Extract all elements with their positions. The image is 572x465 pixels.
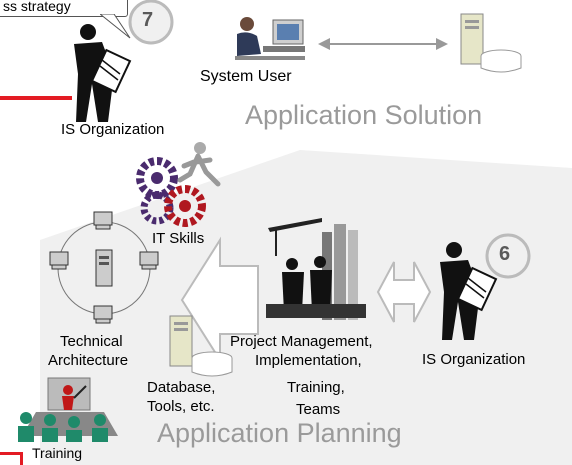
database-label-line2: Tools, etc. <box>147 398 215 415</box>
project-management-label-line1: Project Management, <box>230 333 373 350</box>
project-management-label-line2: Implementation, <box>255 352 362 369</box>
database-label-line1: Database, <box>147 379 216 396</box>
it-skills-label: IT Skills <box>152 230 205 247</box>
badge-6-number: 6 <box>499 243 511 265</box>
project-management-label-line3: Training, <box>287 379 345 396</box>
strategy-callout: ss strategy <box>0 0 128 17</box>
technical-architecture-label-line1: Technical <box>60 333 123 350</box>
gears-icon <box>136 157 206 227</box>
application-solution-heading: Application Solution <box>245 100 483 130</box>
is-organization-figure-icon-middle <box>440 242 498 340</box>
training-label: Training <box>32 445 83 461</box>
red-accent-line-top <box>0 96 72 100</box>
system-user-label: System User <box>200 68 292 85</box>
bidirectional-arrow-top <box>318 38 448 50</box>
project-team-construction-icon <box>266 218 366 320</box>
project-management-label-line4: Teams <box>296 401 341 418</box>
application-planning-heading: Application Planning <box>157 418 402 448</box>
technical-architecture-label-line2: Architecture <box>48 352 129 369</box>
running-figure-icon <box>177 142 221 187</box>
red-accent-line-bottom-vertical <box>20 452 23 465</box>
server-database-icon-middle <box>169 315 233 377</box>
badge-7-number: 7 <box>142 9 154 31</box>
is-organization-label-top: IS Organization <box>61 121 165 138</box>
training-classroom-icon <box>18 377 118 442</box>
is-organization-label-middle: IS Organization <box>422 351 526 368</box>
strategy-callout-text: ss strategy <box>3 0 71 14</box>
server-database-icon-top <box>460 13 522 73</box>
network-architecture-icon <box>49 211 159 324</box>
is-organization-figure-icon <box>74 24 132 122</box>
badge-6-circle <box>485 233 531 279</box>
callout-pointer <box>100 14 131 39</box>
computer-user-icon <box>235 17 305 60</box>
hollow-bidirectional-arrow <box>376 261 432 323</box>
badge-7-circle <box>128 0 174 45</box>
red-accent-line-bottom <box>0 452 22 455</box>
